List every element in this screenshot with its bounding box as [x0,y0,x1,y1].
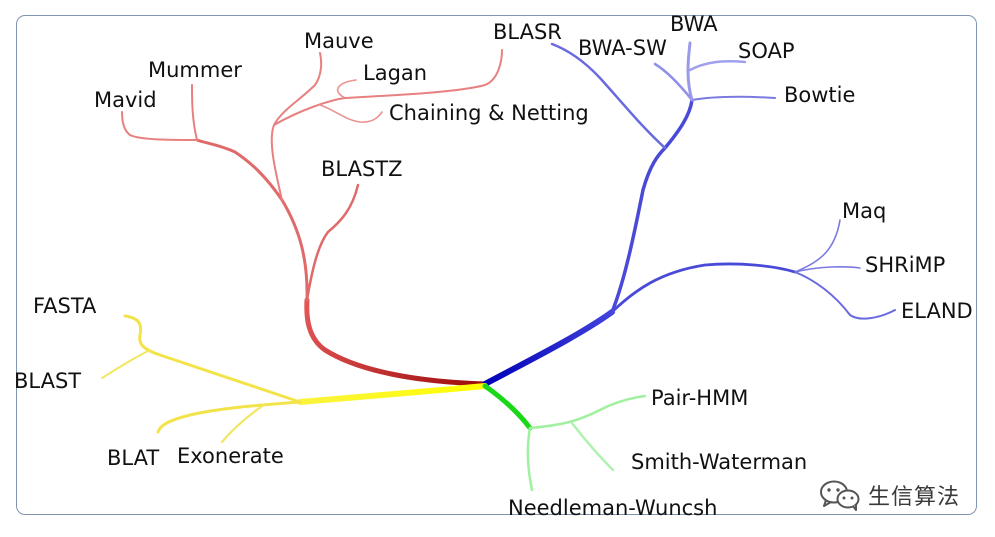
label-blat: BLAT [107,446,159,470]
label-blast: BLAST [14,369,81,393]
yellow-trunk [297,383,488,405]
blue-branch-lower [610,262,797,314]
tool-labels: Mauve Mummer Mavid Lagan Chaining & Nett… [14,12,973,520]
blue-branch-shrimp [794,266,861,273]
label-shrimp: SHRiMP [865,253,945,277]
red-branch-group [121,49,503,387]
blue-branch-upper [610,98,694,314]
green-branch-smith [570,421,615,472]
label-fasta: FASTA [33,294,97,318]
label-smith-waterman: Smith-Waterman [631,450,807,474]
yellow-branch-blat [156,400,302,434]
red-branch-blasr [344,49,503,99]
blue-trunk [482,309,615,387]
green-branch-pairhmm [528,394,647,430]
label-bowtie: Bowtie [784,83,855,107]
label-bwa-sw: BWA-SW [578,36,667,60]
red-branch-blastz [305,183,360,302]
blue-branch-bowtie [691,95,776,101]
label-eland: ELAND [901,299,973,323]
red-branch-upper [195,138,309,302]
watermark-text: 生信算法 [868,485,961,510]
yellow-branch-blast [101,349,151,379]
label-chaining-netting: Chaining & Netting [389,101,589,125]
blue-branch-eland [794,271,896,320]
blue-branch-group [482,41,896,387]
green-branch-group [482,383,647,492]
blue-branch-blasr [550,42,667,150]
label-needleman-wuncsh: Needleman-Wuncsh [508,496,717,520]
red-trunk [304,297,488,387]
label-blasr: BLASR [493,20,562,44]
green-trunk [482,383,533,431]
label-mavid: Mavid [94,88,157,112]
yellow-branch-group [101,314,488,444]
red-branch-mummer [191,84,198,141]
label-soap: SOAP [738,39,795,63]
label-maq: Maq [842,199,886,223]
label-mauve: Mauve [304,29,374,53]
label-lagan: Lagan [363,61,427,85]
yellow-branch-fasta-blast [123,314,302,404]
watermark: 生信算法 [818,478,960,512]
red-branch-mid [270,52,323,201]
label-pair-hmm: Pair-HMM [651,386,748,410]
blue-branch-maq [794,219,841,273]
red-branch-lagan [336,79,357,99]
blue-branch-soap [688,60,747,72]
wechat-icon [820,480,860,511]
green-branch-needleman [526,426,534,492]
red-branch-mavid [121,111,198,141]
diagram-frame [16,15,977,515]
label-blastz: BLASTZ [321,157,403,181]
label-bwa: BWA [670,12,718,36]
label-exonerate: Exonerate [177,444,284,468]
blue-branch-bwa [686,41,694,102]
label-mummer: Mummer [148,58,242,82]
red-branch-lagan-stem [273,97,346,126]
yellow-branch-exonerate [220,402,267,444]
red-branch-chaining [319,104,383,123]
blue-branch-bwasw [653,62,694,102]
